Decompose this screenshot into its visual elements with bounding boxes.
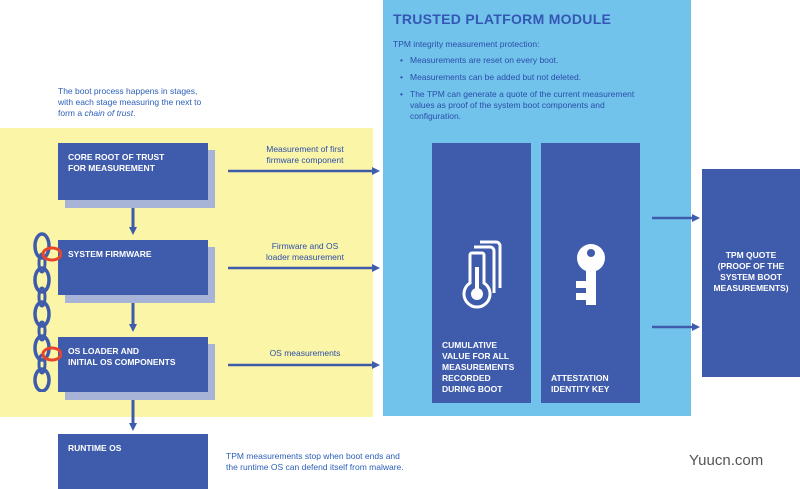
stage-core-root-of-trust: CORE ROOT OF TRUST FOR MEASUREMENT	[58, 143, 208, 200]
edge-label: OS measurements	[240, 348, 370, 359]
chain-link	[33, 232, 51, 260]
edge-label: Measurement of first firmware component	[240, 144, 370, 166]
tpm-bullet: Measurements can be added but not delete…	[400, 72, 640, 83]
box-label-line: MEASUREMENTS	[442, 362, 515, 372]
box-label-line: ATTESTATION	[551, 373, 609, 383]
intro-note-text: .	[133, 108, 136, 118]
attestation-key-box: ATTESTATION IDENTITY KEY	[541, 143, 640, 403]
measurement-register-box: CUMULATIVE VALUE FOR ALL MEASUREMENTS RE…	[432, 143, 531, 403]
tpm-title: TRUSTED PLATFORM MODULE	[393, 11, 612, 27]
box-label-line: (PROOF OF THE	[717, 261, 785, 271]
key-bow	[577, 244, 605, 272]
edge-label-line: Firmware and OS	[271, 241, 339, 251]
box-label-line: VALUE FOR ALL	[442, 351, 510, 361]
thermometer-bulb	[471, 288, 483, 300]
thermometer-column	[475, 267, 479, 291]
icon-back-card	[480, 240, 502, 288]
stage-label: SYSTEM FIRMWARE	[68, 249, 152, 259]
tpm-bullet: Measurements are reset on every boot.	[400, 55, 640, 66]
chain-link	[33, 367, 51, 392]
edge-label-line: loader measurement	[266, 252, 344, 262]
chain-link	[37, 320, 47, 342]
chain-link	[33, 266, 51, 294]
stage-label: FOR MEASUREMENT	[68, 163, 155, 173]
end-note-line: TPM measurements stop when boot ends and	[226, 451, 400, 461]
box-label-line: IDENTITY KEY	[551, 384, 610, 394]
intro-note-line: The boot process happens in stages,	[58, 86, 198, 96]
chain-link-highlight	[41, 246, 62, 262]
box-label-line: TPM QUOTE	[725, 250, 777, 260]
stage-label: INITIAL OS COMPONENTS	[68, 357, 176, 367]
chain-link	[37, 286, 47, 308]
intro-note-line: form a chain of trust.	[58, 108, 228, 119]
thermometer-body	[462, 251, 492, 309]
stage-system-firmware: SYSTEM FIRMWARE	[58, 240, 208, 295]
key-tooth	[576, 293, 586, 300]
stage-runtime-os: RUNTIME OS	[58, 434, 208, 489]
end-note: TPM measurements stop when boot ends and…	[226, 451, 404, 473]
attestation-key-label: ATTESTATION IDENTITY KEY	[551, 373, 632, 395]
edge-label-line: firmware component	[266, 155, 344, 165]
box-label-line: MEASUREMENTS)	[713, 283, 789, 293]
intro-note-text: form a	[58, 108, 85, 118]
stage-label: RUNTIME OS	[68, 443, 122, 453]
stage-label: CORE ROOT OF TRUST	[68, 152, 165, 162]
stage-label: OS LOADER AND	[68, 346, 139, 356]
tpm-bullet-list: Measurements are reset on every boot. Me…	[400, 55, 640, 128]
edge-label: Firmware and OS loader measurement	[240, 241, 370, 263]
thermometer-stack-icon	[462, 240, 502, 309]
stage-os-loader: OS LOADER AND INITIAL OS COMPONENTS	[58, 337, 208, 392]
intro-note: The boot process happens in stages, with…	[58, 86, 228, 119]
intro-note-line: with each stage measuring the next to	[58, 97, 202, 107]
end-note-line: the runtime OS can defend itself from ma…	[226, 462, 404, 472]
box-label-line: SYSTEM BOOT	[720, 272, 782, 282]
key-shaft	[586, 267, 596, 305]
chain-link-icon	[33, 232, 62, 392]
box-label-line: DURING BOOT	[442, 384, 503, 394]
box-label-line: RECORDED	[442, 373, 491, 383]
watermark: Yuucn.com	[689, 452, 764, 469]
chain-link-highlight	[41, 346, 62, 362]
box-label-line: CUMULATIVE	[442, 340, 498, 350]
measurement-register-label: CUMULATIVE VALUE FOR ALL MEASUREMENTS RE…	[442, 340, 523, 395]
tpm-quote-box: TPM QUOTE (PROOF OF THE SYSTEM BOOT MEAS…	[702, 169, 800, 377]
chain-of-trust-emphasis: chain of trust	[84, 108, 134, 118]
tpm-intro: TPM integrity measurement protection:	[393, 39, 540, 49]
key-hole	[587, 249, 595, 257]
chain-link	[33, 300, 51, 328]
tpm-bullet: The TPM can generate a quote of the curr…	[400, 89, 640, 122]
edge-label-line: OS measurements	[269, 348, 341, 358]
key-tooth	[576, 281, 586, 288]
icon-mid-card	[474, 245, 496, 293]
edge-label-line: Measurement of first	[266, 144, 344, 154]
key-icon	[576, 244, 605, 305]
